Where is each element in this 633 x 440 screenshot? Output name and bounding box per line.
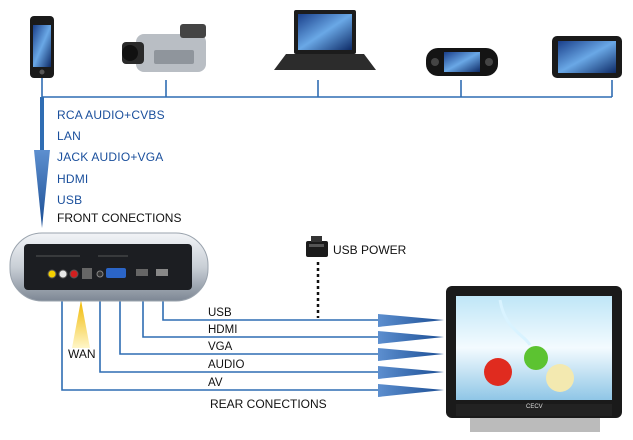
wan-arrow bbox=[72, 300, 90, 348]
camcorder-icon bbox=[122, 24, 206, 72]
usb-power-label: USB POWER bbox=[333, 243, 407, 257]
front-connections-title: FRONT CONECTIONS bbox=[57, 211, 182, 225]
rear-label-hdmi: HDMI bbox=[208, 324, 238, 336]
psp-icon bbox=[426, 48, 498, 76]
rear-label-audio: AUDIO bbox=[208, 359, 245, 371]
rear-arrow-audio bbox=[378, 366, 444, 379]
rear-connections-title: REAR CONECTIONS bbox=[210, 397, 327, 411]
tv-icon bbox=[446, 286, 622, 432]
rear-label-vga: VGA bbox=[208, 341, 233, 353]
phone-icon bbox=[30, 16, 54, 78]
down-arrow bbox=[34, 150, 50, 228]
rear-label-usb: USB bbox=[208, 307, 232, 319]
rear-arrow-usb bbox=[378, 314, 444, 327]
tablet-icon bbox=[552, 36, 622, 78]
front-label-hdmi: HDMI bbox=[57, 172, 89, 186]
media-box bbox=[9, 232, 209, 302]
tv-brand: CECV bbox=[526, 404, 543, 410]
usb-power-icon bbox=[306, 236, 328, 257]
front-label-rca: RCA AUDIO+CVBS bbox=[57, 108, 165, 122]
rear-arrow-hdmi bbox=[378, 331, 444, 344]
front-label-lan: LAN bbox=[57, 129, 81, 143]
wan-label: WAN bbox=[68, 347, 96, 361]
rear-label-av: AV bbox=[208, 377, 223, 389]
laptop-icon bbox=[274, 10, 376, 70]
rear-arrow-av bbox=[378, 384, 444, 397]
rear-arrow-vga bbox=[378, 348, 444, 361]
front-label-usb: USB bbox=[57, 193, 83, 207]
front-label-jack-vga: JACK AUDIO+VGA bbox=[57, 150, 164, 164]
